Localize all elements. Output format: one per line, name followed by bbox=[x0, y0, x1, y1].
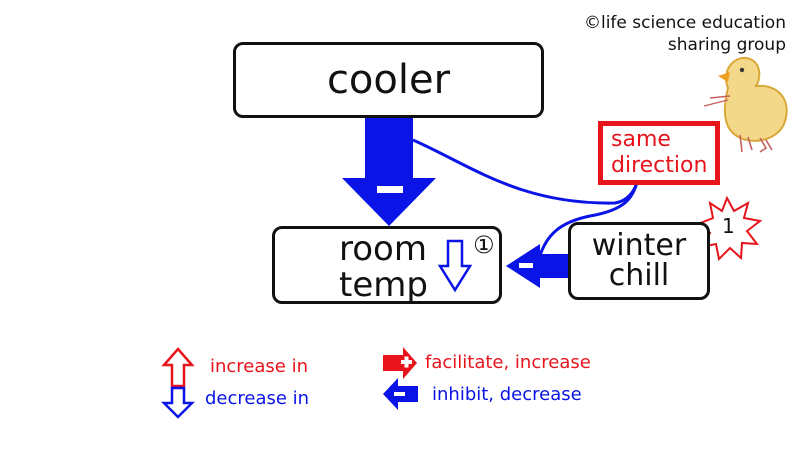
node-winter-chill-label: winter chill bbox=[592, 231, 686, 291]
node-room-temp-line-2: temp bbox=[339, 265, 428, 305]
connector-line-winter bbox=[536, 177, 640, 263]
legend-facilitate-label: facilitate, increase bbox=[425, 352, 591, 373]
minus-sign-icon bbox=[519, 263, 533, 268]
decrease-arrow-icon bbox=[437, 239, 473, 293]
copyright-line-2: sharing group bbox=[667, 35, 786, 55]
node-cooler-label: cooler bbox=[326, 57, 451, 103]
node-room-temp-line-1: room bbox=[339, 229, 427, 269]
same-direction-line-1: same bbox=[611, 127, 671, 152]
chick-drawing-icon bbox=[703, 57, 788, 153]
legend-increase-label: increase in bbox=[210, 356, 308, 377]
node-winter-chill-line-2: chill bbox=[608, 258, 670, 293]
burst-badge-icon bbox=[695, 195, 763, 262]
copyright-text: ©life science education sharing group bbox=[584, 12, 786, 56]
node-room-temp: room temp ① bbox=[272, 226, 502, 304]
legend-decrease-arrow-icon bbox=[160, 386, 196, 419]
same-direction-box: same direction bbox=[598, 121, 720, 185]
circled-number-badge: ① bbox=[473, 231, 495, 259]
legend-increase-arrow-icon bbox=[161, 347, 195, 388]
node-winter-chill-line-1: winter bbox=[591, 228, 687, 263]
burst-badge-number: 1 bbox=[722, 214, 735, 238]
node-room-temp-label: room temp bbox=[339, 231, 428, 303]
same-direction-line-2: direction bbox=[611, 153, 708, 178]
legend-facilitate-arrow-icon bbox=[383, 347, 417, 379]
legend-decrease-label: decrease in bbox=[205, 388, 310, 409]
inhibit-arrow-winter-to-room bbox=[506, 244, 570, 288]
minus-sign-icon bbox=[377, 186, 403, 193]
legend-inhibit-arrow-icon bbox=[383, 378, 418, 410]
node-winter-chill: winter chill bbox=[568, 222, 710, 300]
copyright-line-1: ©life science education bbox=[583, 13, 786, 33]
inhibit-arrow-cooler-to-room bbox=[342, 118, 436, 226]
node-cooler: cooler bbox=[233, 42, 544, 118]
legend-inhibit-label: inhibit, decrease bbox=[432, 384, 582, 405]
